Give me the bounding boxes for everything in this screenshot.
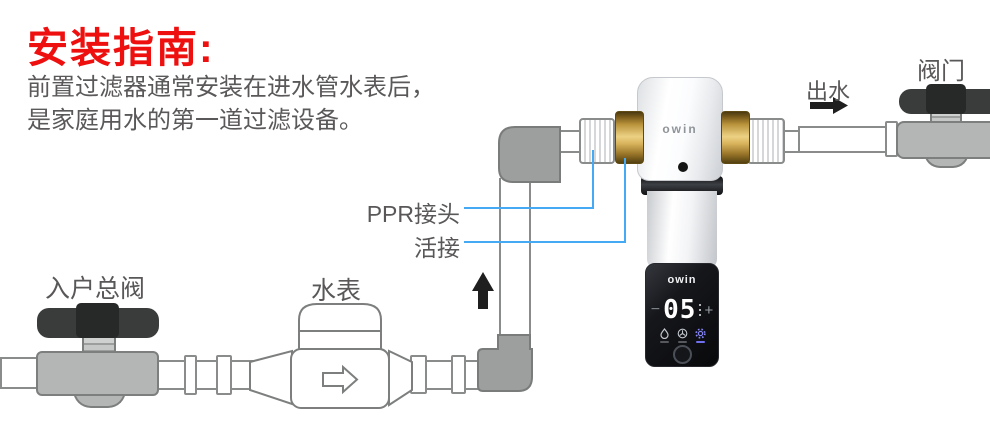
union-leader-line-vertical <box>624 158 626 243</box>
coupling-ring <box>410 355 427 394</box>
outlet-pipe <box>798 126 890 153</box>
ppr-connector-right <box>747 118 785 164</box>
description-line1: 前置过滤器通常安装在进水管水表后， <box>27 74 435 101</box>
label-union: 活接 <box>414 235 460 261</box>
entry-valve-body <box>36 351 159 396</box>
label-ppr-joint: PPR接头 <box>366 201 460 227</box>
bottom-elbow <box>477 334 533 392</box>
flush-icon[interactable] <box>659 328 670 343</box>
ppr-leader-line <box>464 207 594 209</box>
display-value-row: − 05 + <box>646 294 718 326</box>
entry-valve-handle-hub <box>76 303 119 338</box>
description: 前置过滤器通常安装在进水管水表后， 是家庭用水的第一道过滤设备。 <box>27 71 435 137</box>
outlet-valve-handle-hub <box>926 84 966 114</box>
meter-body <box>290 348 390 409</box>
coupling-ring <box>451 355 466 394</box>
description-line2: 是家庭用水的第一道过滤设备。 <box>27 107 363 134</box>
union-nut-right <box>721 111 750 164</box>
power-button[interactable] <box>673 345 692 364</box>
fan-icon[interactable] <box>677 328 688 343</box>
meter-flow-arrow-icon <box>322 364 359 395</box>
page-title: 安装指南: <box>27 25 215 71</box>
plus-button[interactable]: + <box>704 301 714 319</box>
label-water-out: 出水 <box>806 79 851 104</box>
display-icon-row <box>646 328 718 343</box>
label-valve: 阀门 <box>917 58 965 85</box>
label-water-meter: 水表 <box>311 277 362 305</box>
coupling-ring <box>216 355 232 395</box>
flow-up-arrow-icon <box>472 272 494 309</box>
inlet-pipe <box>0 357 40 389</box>
display-brand-logo: owin <box>667 274 697 286</box>
outlet-valve-body <box>896 121 990 159</box>
riser-pipe <box>499 178 531 338</box>
union-leader-line <box>464 241 626 243</box>
ppr-connector-left <box>579 118 615 164</box>
ppr-leader-line-vertical <box>592 150 594 209</box>
union-nut-left <box>615 111 644 164</box>
filter-bottle <box>647 191 717 269</box>
meter-right-taper <box>388 349 413 407</box>
coupling-ring <box>184 355 197 395</box>
settings-gear-icon[interactable] <box>694 328 706 343</box>
label-entry-main-valve: 入户总阀 <box>45 275 146 303</box>
brand-logo: owin <box>662 122 698 136</box>
top-elbow <box>498 126 561 183</box>
filter-display-panel: owin − 05 + <box>645 263 719 367</box>
meter-dome <box>298 303 382 352</box>
minus-button[interactable]: − <box>650 301 661 318</box>
display-value: 05 <box>663 295 697 325</box>
filter-head-indicator-dot <box>678 162 688 172</box>
display-colon-dots <box>699 304 702 316</box>
